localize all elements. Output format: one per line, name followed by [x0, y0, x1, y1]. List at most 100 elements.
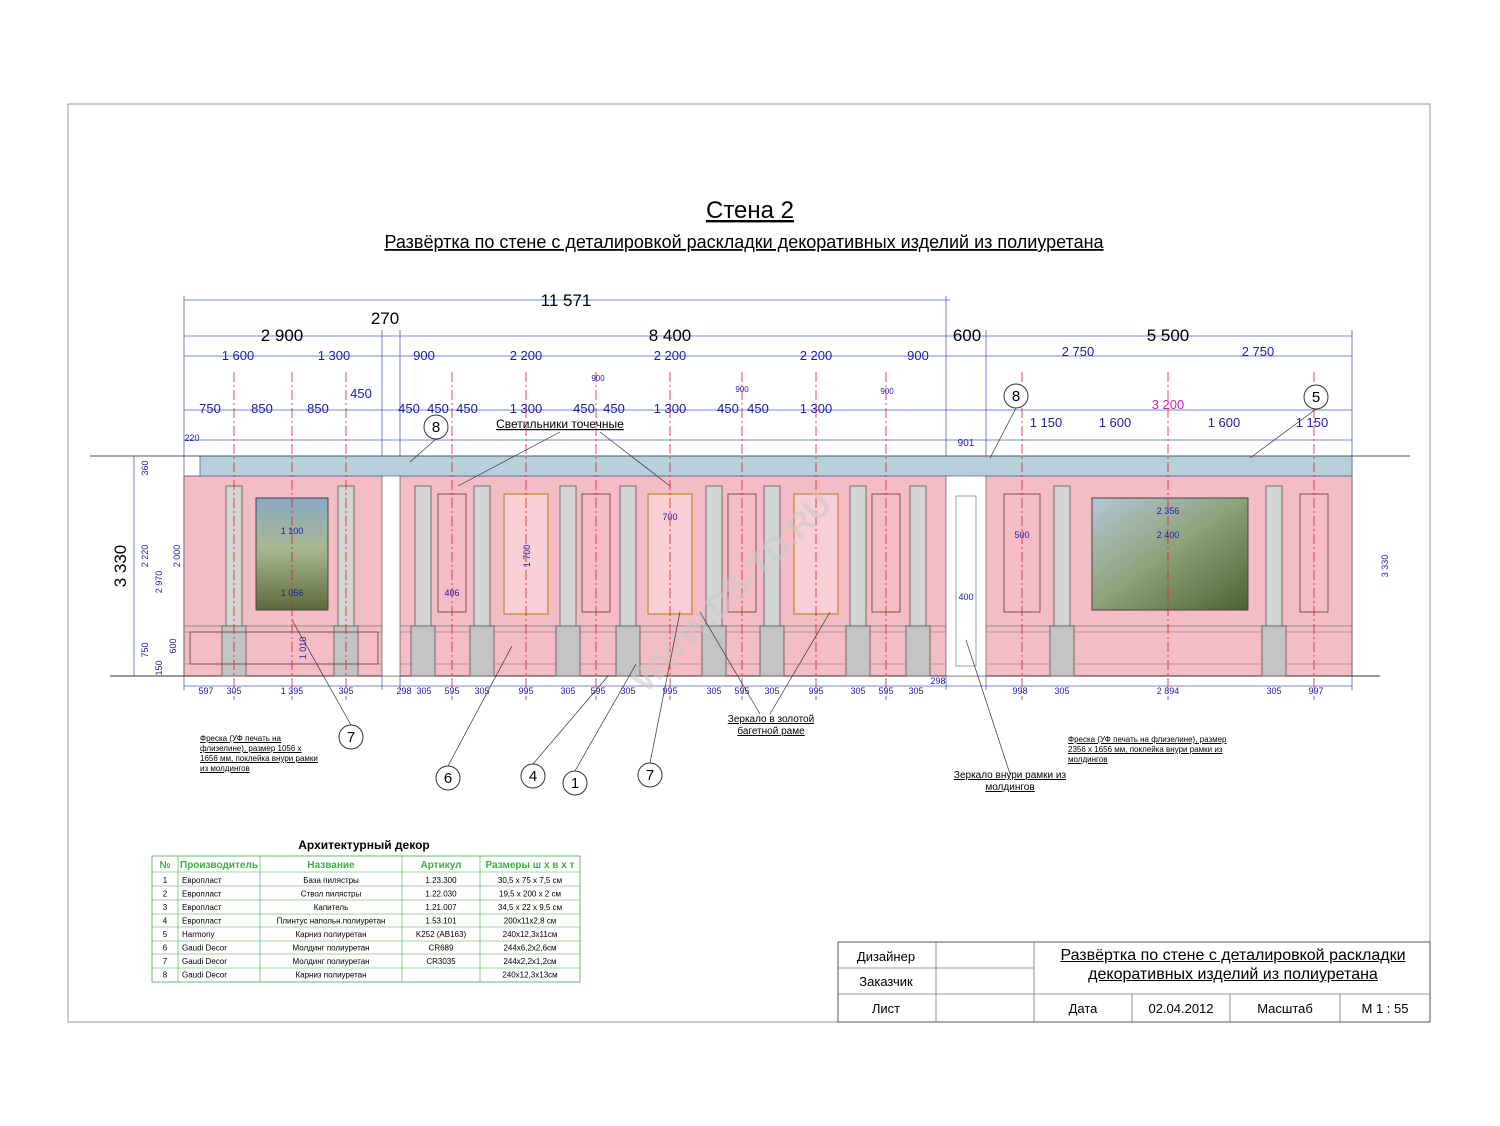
callout: 8 — [423, 414, 449, 440]
niche-dimension: 1 700 — [522, 545, 532, 568]
sub-dimension: 900 — [907, 348, 929, 363]
height-sub-dimension: 220 — [184, 433, 199, 443]
niche-dimension: 2 400 — [1157, 530, 1180, 540]
bottom-dimension: 2 894 — [1157, 686, 1180, 696]
niche-dimension: 1 100 — [281, 526, 304, 536]
niche-top-dimension: 900 — [591, 374, 605, 383]
panel-dimension: 750 — [199, 401, 221, 416]
callout: 4 — [520, 763, 546, 789]
niche-dimension: 406 — [444, 588, 459, 598]
niche-dimension: 2 000 — [172, 545, 182, 568]
panel-dimension: 450 — [456, 401, 478, 416]
sub-dimension: 2 750 — [1242, 344, 1275, 359]
table-cell: 1.22.030 — [425, 890, 457, 899]
table-header: Название — [307, 860, 355, 871]
panel-dimension: 1 150 — [1296, 415, 1329, 430]
height-dimension-right: 3 330 — [1380, 555, 1390, 578]
table-cell: Европласт — [182, 917, 222, 926]
niche-top-dimension: 900 — [735, 385, 749, 394]
panel-dimension: 450 — [398, 401, 420, 416]
niche-dimensions: 1 100 1 056 1 700 2 000 700 406 2 356 2 … — [172, 506, 1179, 659]
callout: 5 — [1303, 384, 1329, 410]
lights-annotation: Светильники точечные — [496, 417, 624, 431]
table-cell: 19,5 х 200 х 2 см — [499, 890, 561, 899]
bottom-dimension: 995 — [518, 686, 533, 696]
overall-dimension: 11 571 — [541, 291, 592, 310]
svg-text:7: 7 — [646, 767, 654, 784]
panel-dimensions: 750 850 850 450 450 450 450 1 300 450 45… — [199, 386, 1328, 430]
fresco-right — [1091, 497, 1249, 611]
bottom-dimension: 298 — [930, 676, 945, 686]
drawing-subtitle: Развёртка по стене с деталировкой раскла… — [384, 232, 1104, 252]
table-cell: 2 — [163, 890, 168, 899]
table-cell: 30,5 х 75 х 7,5 см — [498, 876, 562, 885]
molding-panel — [189, 631, 379, 665]
height-sub-dimension: 600 — [168, 638, 178, 653]
drawing-title: Стена 2 — [706, 197, 794, 224]
axis-lines — [233, 372, 1315, 700]
bottom-dimension: 595 — [878, 686, 893, 696]
sub-dimension: 900 — [413, 348, 435, 363]
panel-dimension: 450 — [603, 401, 625, 416]
table-cell: Ствол пилястры — [301, 890, 362, 899]
gap-dimension-right: 600 — [953, 326, 981, 345]
panel-dimension: 850 — [251, 401, 273, 416]
svg-text:8: 8 — [432, 419, 440, 436]
bottom-dimension: 597 — [198, 686, 213, 696]
bottom-dimension: 595 — [590, 686, 605, 696]
table-header: Производитель — [180, 860, 258, 871]
panel-dimension: 450 — [747, 401, 769, 416]
bottom-dimension: 305 — [908, 686, 923, 696]
svg-text:4: 4 — [529, 768, 537, 785]
table-cell: Молдинг полиуретан — [292, 944, 369, 953]
bottom-dimension: 995 — [662, 686, 677, 696]
table-header: Размеры ш х в х т — [486, 860, 575, 871]
height-sub-dimension: 150 — [154, 660, 164, 675]
bottom-dimension: 305 — [1054, 686, 1069, 696]
bottom-dimensions: 597 305 1 395 305 298 305 595 305 995 30… — [198, 676, 1323, 696]
panel-dimension: 1 600 — [1208, 415, 1241, 430]
bottom-dimension: 995 — [808, 686, 823, 696]
table-cell: 240х12,3х11см — [503, 930, 558, 939]
callout: 7 — [338, 724, 364, 750]
customer-label: Заказчик — [859, 974, 913, 989]
designer-label: Дизайнер — [857, 949, 915, 964]
cornice — [199, 455, 1353, 477]
bottom-dimension: 305 — [764, 686, 779, 696]
niche-dimension: 400 — [958, 592, 973, 602]
sub-dimension: 2 200 — [800, 348, 833, 363]
scale-label: Масштаб — [1257, 1001, 1313, 1016]
table-cell: 240х12,3х13см — [502, 971, 557, 980]
niche-dimension: 700 — [662, 512, 677, 522]
bottom-dimension: 305 — [226, 686, 241, 696]
decor-table-title: Архитектурный декор — [298, 838, 429, 852]
title-block-title: Развёртка по стене с деталировкой раскла… — [1060, 947, 1406, 983]
table-cell: 5 — [163, 930, 168, 939]
table-cell: Gaudi Decor — [182, 944, 227, 953]
door-opening-left — [381, 475, 401, 677]
svg-text:1: 1 — [571, 775, 579, 792]
panel-dimension: 1 150 — [1030, 415, 1063, 430]
height-sub-dimension: 2 970 — [154, 571, 164, 594]
niche-dimension: 1 056 — [281, 588, 304, 598]
sheet-label: Лист — [872, 1001, 900, 1016]
table-cell: 34,5 х 22 х 9,5 см — [498, 903, 562, 912]
bottom-dimension: 305 — [706, 686, 721, 696]
callout: 6 — [435, 765, 461, 791]
bottom-dimension: 305 — [416, 686, 431, 696]
niche-top-dimension: 900 — [880, 387, 894, 396]
segment-dimension: 2 900 — [261, 326, 304, 345]
table-header: № — [159, 860, 170, 871]
segment-dimension: 8 400 — [649, 326, 692, 345]
table-cell: Капитель — [314, 903, 349, 912]
height-sub-dimension: 750 — [140, 642, 150, 657]
title-block: Дизайнер Заказчик Лист Развёртка по стен… — [837, 941, 1431, 1023]
panel-dimension: 450 — [427, 401, 449, 416]
bottom-dimension: 595 — [734, 686, 749, 696]
